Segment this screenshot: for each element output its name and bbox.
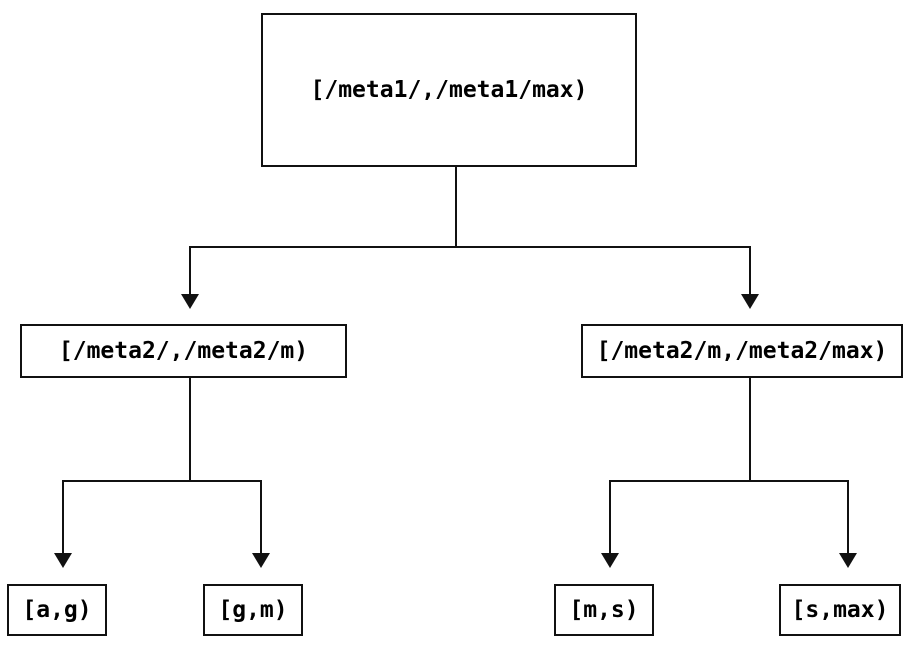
arrowhead-down-icon bbox=[181, 294, 199, 309]
tree-node-left-mid-label: [/meta2/,/meta2/m) bbox=[58, 338, 309, 364]
tree-node-leaf-ms: [m,s) bbox=[554, 584, 654, 636]
tree-node-leaf-ag-label: [a,g) bbox=[22, 597, 92, 623]
tree-node-left-mid: [/meta2/,/meta2/m) bbox=[20, 324, 347, 378]
tree-node-leaf-ag: [a,g) bbox=[7, 584, 107, 636]
tree-node-leaf-smax: [s,max) bbox=[779, 584, 901, 636]
tree-node-leaf-gm: [g,m) bbox=[203, 584, 303, 636]
tree-node-leaf-ms-label: [m,s) bbox=[569, 597, 639, 623]
tree-node-root: [/meta1/,/meta1/max) bbox=[261, 13, 637, 167]
arrowhead-down-icon bbox=[839, 553, 857, 568]
tree-node-right-mid: [/meta2/m,/meta2/max) bbox=[581, 324, 903, 378]
tree-node-right-mid-label: [/meta2/m,/meta2/max) bbox=[596, 338, 888, 364]
arrowhead-down-icon bbox=[601, 553, 619, 568]
arrowhead-down-icon bbox=[252, 553, 270, 568]
arrowhead-down-icon bbox=[741, 294, 759, 309]
arrowhead-down-icon bbox=[54, 553, 72, 568]
tree-node-root-label: [/meta1/,/meta1/max) bbox=[310, 77, 588, 103]
tree-node-leaf-gm-label: [g,m) bbox=[218, 597, 288, 623]
tree-node-leaf-smax-label: [s,max) bbox=[791, 597, 889, 623]
